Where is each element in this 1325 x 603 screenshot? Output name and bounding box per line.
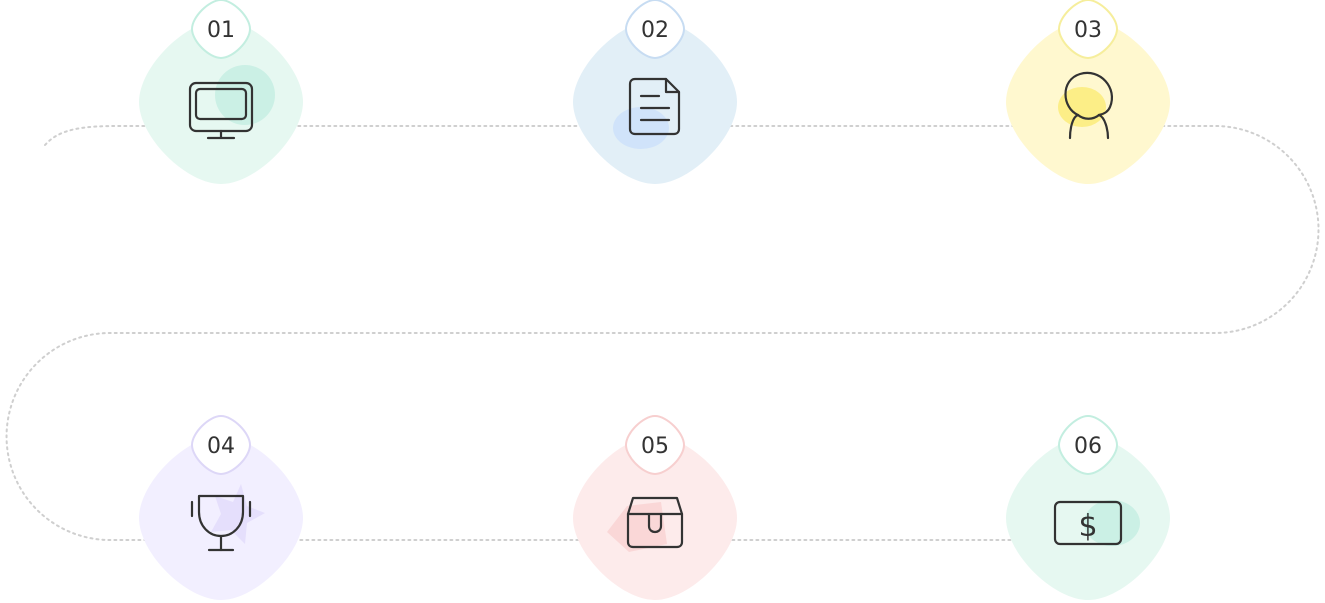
monitor-icon — [188, 65, 275, 140]
step-node-6: 06 $ — [1006, 414, 1170, 600]
step-badge: 06 — [1057, 414, 1119, 476]
step-badge: 03 — [1057, 0, 1119, 60]
step-node-4: 04 — [139, 414, 303, 600]
step-badge: 02 — [624, 0, 686, 60]
package-icon — [607, 496, 684, 552]
trophy-icon — [190, 484, 265, 552]
user-icon — [1058, 71, 1113, 140]
step-number: 02 — [641, 18, 669, 43]
step-node-1: 01 — [139, 0, 303, 184]
step-badge: 04 — [190, 414, 252, 476]
document-icon — [613, 77, 681, 149]
step-number: 03 — [1074, 18, 1102, 43]
step-badge: 05 — [624, 414, 686, 476]
money-icon: $ — [1053, 500, 1140, 546]
step-number: 04 — [207, 434, 235, 459]
step-node-2: 02 — [573, 0, 737, 184]
svg-text:$: $ — [1078, 509, 1097, 544]
step-node-3: 03 — [1006, 0, 1170, 184]
step-background — [573, 20, 737, 184]
step-number: 06 — [1074, 434, 1102, 459]
step-number: 01 — [207, 18, 235, 43]
step-number: 05 — [641, 434, 669, 459]
step-node-5: 05 — [573, 414, 737, 600]
step-badge: 01 — [190, 0, 252, 60]
